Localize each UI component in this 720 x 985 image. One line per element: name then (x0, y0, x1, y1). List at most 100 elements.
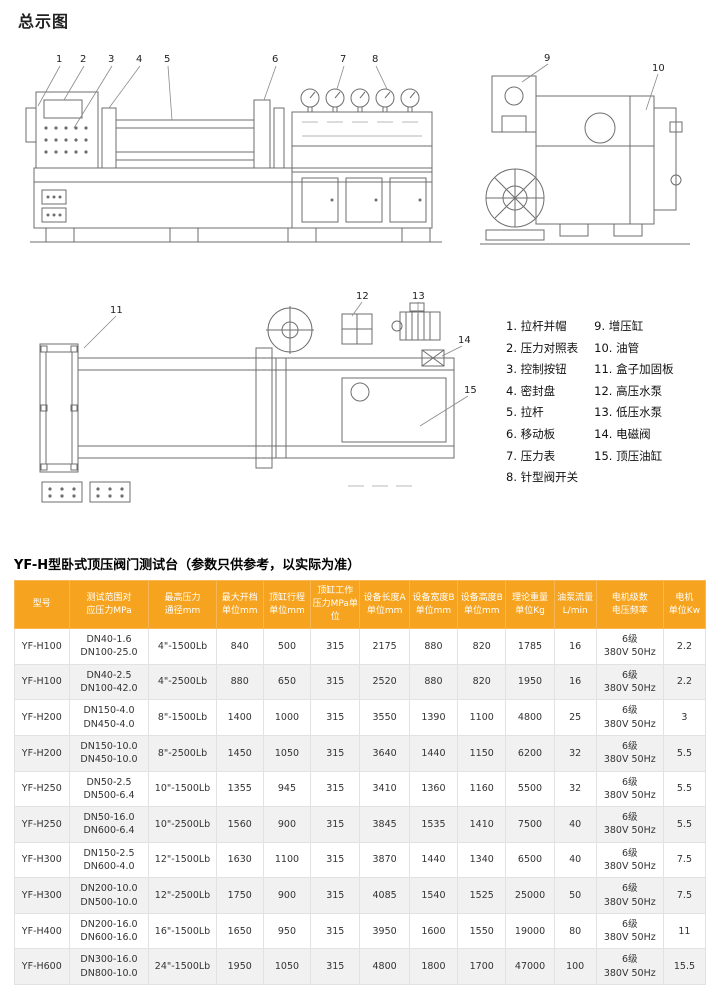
table-cell: 1450 (215, 734, 264, 772)
table-cell: YF-H600 (14, 948, 70, 985)
table-cell: YF-H400 (14, 912, 70, 950)
table-cell: 19000 (505, 912, 555, 950)
side-view-drawing: 9 10 (468, 48, 708, 280)
table-cell: 820 (457, 663, 507, 701)
table-cell: 6级 380V 50Hz (595, 912, 664, 950)
legend-item: 3. 控制按钮 (506, 362, 567, 377)
table-cell: 315 (310, 948, 361, 985)
table-cell: 1950 (215, 948, 264, 985)
table-cell: 100 (553, 948, 597, 985)
table-cell: 315 (310, 877, 361, 914)
callout-number: 7 (340, 54, 346, 65)
table-cell: 315 (310, 806, 361, 843)
plan-view-drawing: 11 12 13 14 15 (12, 286, 487, 525)
legend-item: 1. 拉杆并帽 (506, 319, 567, 333)
column-header: 测试范围对 应压力MPa (68, 579, 150, 630)
legend-item: 15. 顶压油缸 (594, 448, 663, 463)
table-cell: 5.5 (662, 770, 707, 808)
table-cell: 1355 (215, 770, 264, 808)
legend-item: 10. 油管 (594, 340, 640, 355)
table-cell: YF-H200 (14, 699, 70, 736)
table-cell: 3950 (359, 912, 410, 950)
table-cell: 1525 (457, 877, 507, 914)
callout-number: 8 (372, 54, 378, 65)
table-cell: 1150 (457, 734, 507, 772)
console-buttons (44, 126, 422, 217)
table-cell: 3640 (359, 734, 410, 772)
table-cell: 4085 (359, 877, 410, 914)
table-cell: 6级 380V 50Hz (595, 770, 664, 808)
table-cell: 1650 (215, 912, 264, 950)
table-cell: 2175 (359, 628, 410, 665)
column-header: 电机 单位Kw (662, 579, 707, 630)
table-cell: 3 (662, 699, 707, 736)
table-cell: 900 (262, 877, 312, 914)
table-cell: 6级 380V 50Hz (595, 734, 664, 772)
table-cell: 1360 (408, 770, 459, 808)
legend-item: 9. 增压缸 (594, 319, 644, 333)
callout-number: 12 (356, 291, 369, 302)
table-cell: 1410 (457, 806, 507, 843)
table-cell: DN200-16.0 DN600-16.0 (68, 912, 150, 950)
table-cell: 1100 (457, 699, 507, 736)
table-cell: YF-H100 (14, 628, 70, 665)
table-cell: 80 (553, 912, 597, 950)
legend-item: 6. 移动板 (506, 426, 556, 441)
table-cell: 650 (262, 663, 312, 701)
column-header: 顶缸工作 压力MPa单位 (310, 579, 361, 630)
plan-view-svg: 11 12 13 14 15 (39, 291, 477, 503)
table-cell: YF-H250 (14, 806, 70, 843)
callout-number: 14 (458, 335, 471, 346)
table-cell: 4"-1500Lb (148, 628, 217, 665)
table-cell: YF-H100 (14, 663, 70, 701)
spec-section: YF-H型卧式顶压阀门测试台（参数只供参考，以实际为准） 型号测试范围对 应压力… (14, 554, 707, 985)
table-cell: 840 (215, 628, 264, 665)
table-cell: 315 (310, 912, 361, 950)
table-cell: 1800 (408, 948, 459, 985)
table-cell: 8"-2500Lb (148, 734, 217, 772)
legend-item: 5. 拉杆 (506, 405, 544, 420)
table-cell: 7500 (505, 806, 555, 843)
table-cell: 1600 (408, 912, 459, 950)
table-cell: DN50-16.0 DN600-6.4 (68, 806, 150, 843)
table-cell: 1000 (262, 699, 312, 736)
table-cell: 12"-2500Lb (148, 877, 217, 914)
table-cell: 15.5 (662, 948, 707, 985)
legend-item: 2. 压力对照表 (506, 340, 579, 355)
table-cell: 1050 (262, 734, 312, 772)
table-cell: 315 (310, 734, 361, 772)
table-cell: 900 (262, 806, 312, 843)
legend-item: 12. 高压水泵 (594, 383, 663, 398)
table-cell: 16 (553, 663, 597, 701)
table-cell: 1440 (408, 734, 459, 772)
column-header: 最高压力 通径mm (148, 579, 217, 630)
table-cell: 315 (310, 770, 361, 808)
column-header: 电机级数 电压频率 (595, 579, 664, 630)
callout-number: 11 (110, 305, 123, 316)
table-cell: 47000 (505, 948, 555, 985)
table-cell: 3410 (359, 770, 410, 808)
table-cell: 10"-2500Lb (148, 806, 217, 843)
table-cell: DN40-1.6 DN100-25.0 (68, 628, 150, 665)
table-cell: 1390 (408, 699, 459, 736)
table-cell: 50 (553, 877, 597, 914)
table-cell: 6200 (505, 734, 555, 772)
table-cell: 1440 (408, 841, 459, 879)
legend-item: 13. 低压水泵 (594, 405, 663, 420)
table-cell: DN50-2.5 DN500-6.4 (68, 770, 150, 808)
table-cell: 25000 (505, 877, 555, 914)
table-cell: YF-H250 (14, 770, 70, 808)
table-cell: 7.5 (662, 841, 707, 879)
table-cell: 24"-1500Lb (148, 948, 217, 985)
callout-number: 15 (464, 385, 477, 396)
side-view-svg: 9 10 (480, 53, 690, 245)
